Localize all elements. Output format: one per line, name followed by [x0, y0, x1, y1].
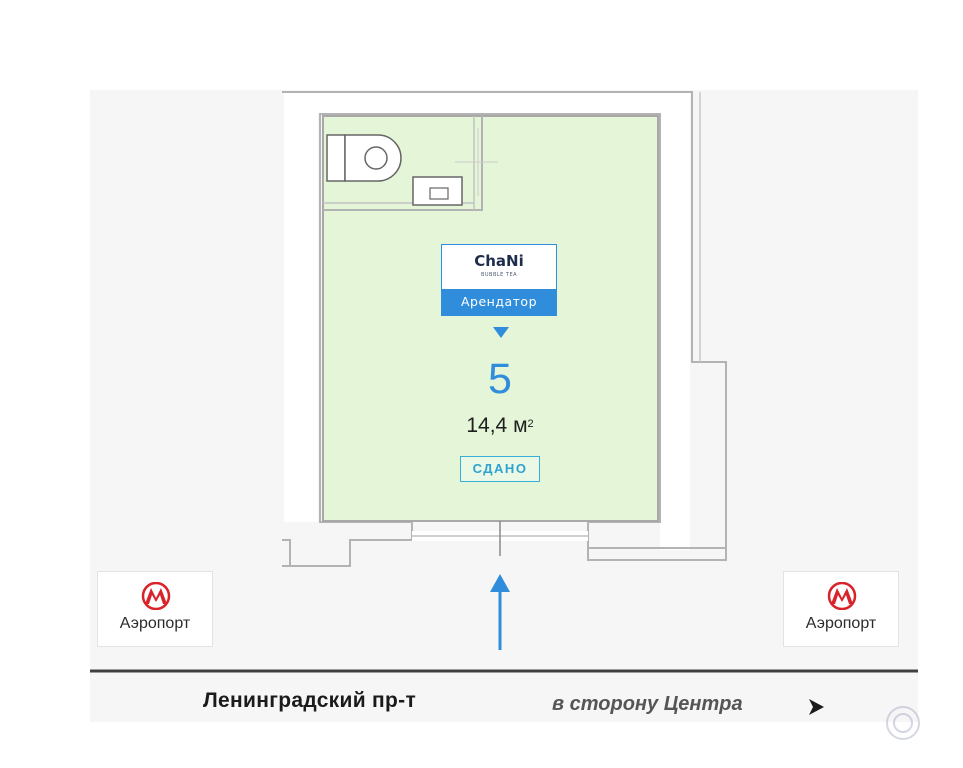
status-badge: СДАНО: [460, 456, 540, 482]
entrance-arrow-icon: [490, 574, 510, 650]
tenant-logo-sub: BUBBLE TEA: [480, 272, 518, 278]
watermark-logo-icon: [886, 706, 920, 740]
tenant-label: Арендатор: [442, 289, 556, 315]
metro-label-left: Аэропорт: [119, 615, 191, 632]
unit-5-room: [322, 115, 659, 522]
building-interior-top: [284, 92, 690, 114]
direction-text: в сторону Центра: [552, 693, 743, 715]
metro-m-icon: [827, 582, 857, 610]
unit-area-sup: 2: [527, 418, 534, 430]
bathroom-wall: [323, 116, 483, 211]
street-name: Ленинградский пр-т: [203, 689, 417, 712]
toilet-icon: [326, 134, 402, 182]
unit-area: 14,4 м2: [440, 413, 560, 439]
arrow-right-icon: [809, 699, 824, 715]
metro-label-right: Аэропорт: [805, 615, 877, 632]
tenant-logo: ChaNi: [474, 252, 524, 270]
outer-wall-right-bottom: [587, 362, 727, 561]
metro-card-right: Аэропорт: [783, 571, 899, 647]
metro-m-icon: [141, 582, 171, 610]
outer-wall: [282, 91, 727, 567]
unit-area-value: 14,4 м: [466, 414, 528, 437]
tenant-card: ChaNi BUBBLE TEA Арендатор: [441, 244, 557, 316]
building-interior-right: [660, 92, 690, 550]
sink-icon: [412, 176, 463, 206]
unit-number: 5: [488, 355, 512, 403]
metro-card-left: Аэропорт: [97, 571, 213, 647]
outer-wall-left-bottom: [282, 539, 291, 566]
pointer-down-icon: [493, 327, 509, 338]
building-interior-left: [284, 92, 318, 522]
